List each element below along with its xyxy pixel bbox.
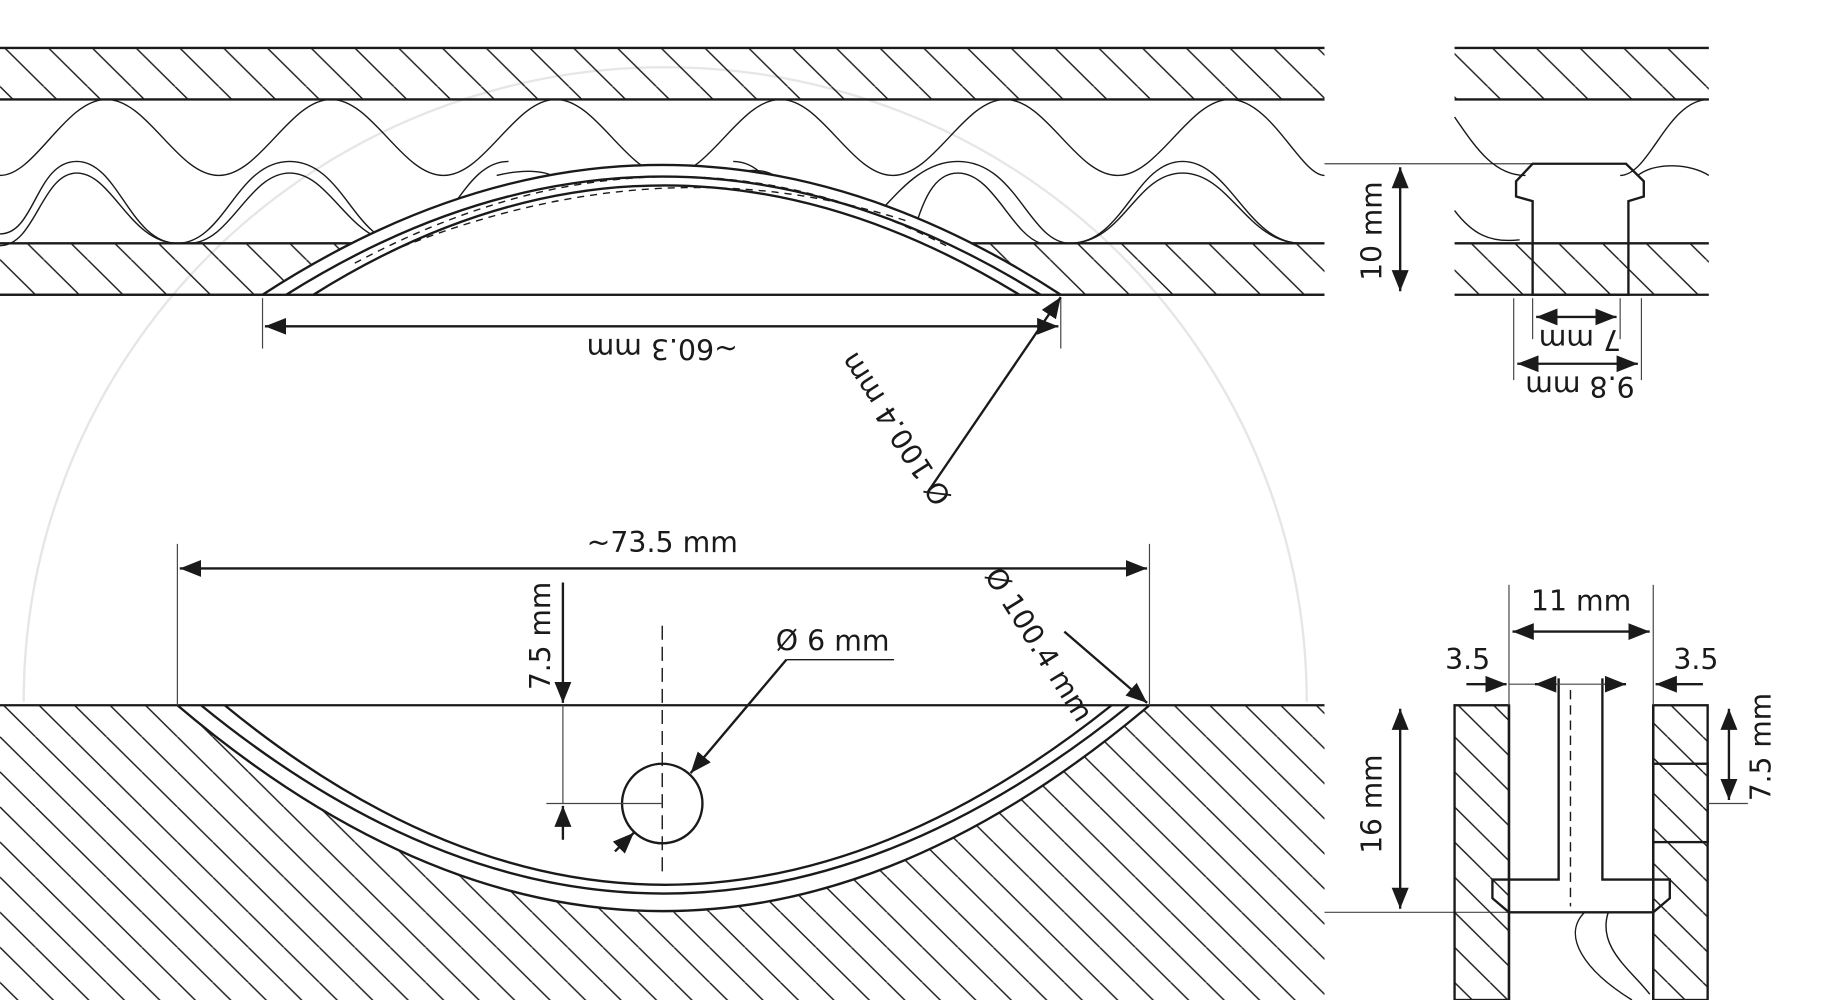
- bottom-thickness-label: 16 mm: [1355, 754, 1388, 853]
- top-diameter-label: Ø 100.4 mm: [834, 347, 958, 512]
- bottom-slot-section: ~73.5 mm 7.5 mm Ø 6 mm Ø 100.4 mm 16 mm: [0, 526, 1550, 1000]
- hole-diameter-label: Ø 6 mm: [776, 624, 890, 657]
- insert-outer-label: 9.8 mm: [1525, 370, 1634, 403]
- top-width-label: ~60.3 mm: [587, 332, 738, 365]
- bottom-bore-section: 11 mm 3.5 3.5 7.5 mm: [1445, 585, 1777, 1000]
- top-thickness-label: 10 mm: [1355, 181, 1388, 280]
- insert-profile: [1514, 162, 1645, 296]
- top-board-section: ~60.3 mm Ø 100.4 mm 10 mm: [0, 46, 1538, 512]
- side-depth-label: 7.5 mm: [1744, 693, 1777, 801]
- guide-circle: [22, 66, 1308, 702]
- right-wall-label: 3.5: [1673, 643, 1718, 676]
- slot-outer: [176, 704, 1151, 913]
- left-wall-label: 3.5: [1445, 643, 1490, 676]
- insert-inner-label: 7 mm: [1539, 323, 1621, 356]
- lens-outer: [261, 163, 1062, 296]
- top-insert-section: 7 mm 9.8 mm: [1453, 46, 1710, 403]
- bottom-width-label: ~73.5 mm: [587, 526, 738, 559]
- bore-width-label: 11 mm: [1531, 585, 1631, 618]
- bottom-diameter-label: Ø 100.4 mm: [978, 562, 1100, 728]
- insert-in-bore: [1491, 678, 1671, 914]
- bottom-depth-label: 7.5 mm: [524, 582, 557, 690]
